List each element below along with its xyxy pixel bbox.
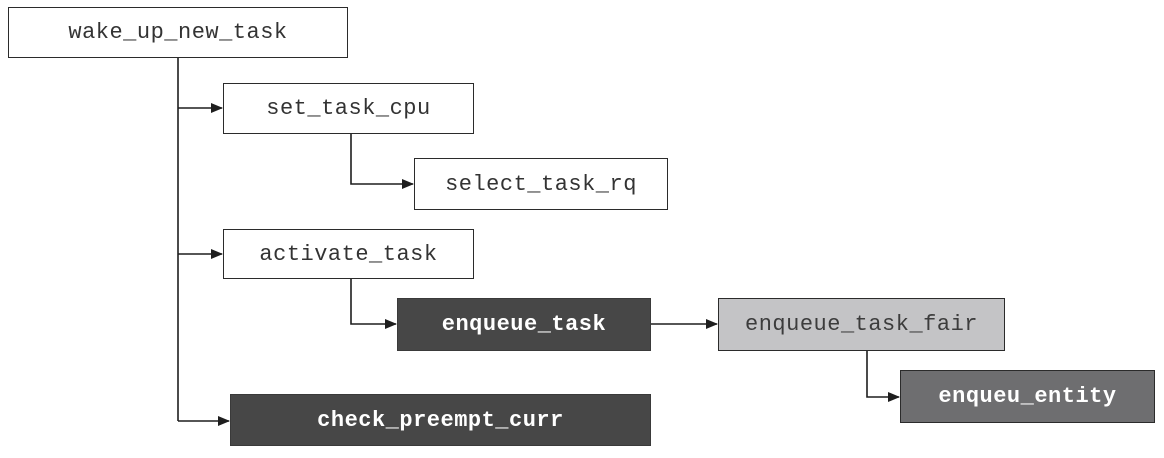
node-check-preempt-curr: check_preempt_curr [230,394,651,446]
edge-activate-to-enqueue-task [350,279,397,329]
node-select-task-rq: select_task_rq [414,158,668,210]
node-wake-up-new-task: wake_up_new_task [8,7,348,58]
node-enqueue-task: enqueue_task [397,298,651,351]
node-enqueu-entity: enqueu_entity [900,370,1155,423]
node-set-task-cpu: set_task_cpu [223,83,474,134]
edge-set-task-cpu-to-select-task-rq [350,134,414,189]
node-activate-task: activate_task [223,229,474,279]
edge-fair-to-enqueu-entity [866,351,900,402]
node-enqueue-task-fair: enqueue_task_fair [718,298,1005,351]
